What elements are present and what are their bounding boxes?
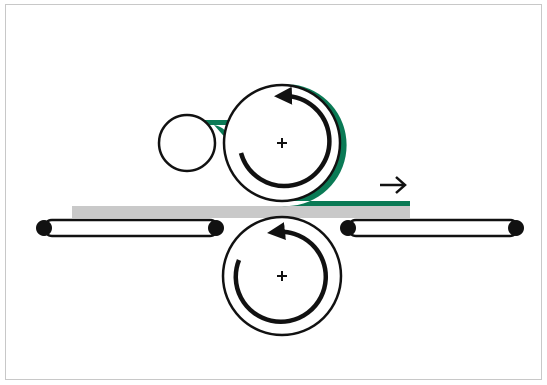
plus-icon bbox=[277, 271, 287, 281]
idler-roller bbox=[157, 113, 217, 173]
plus-icon bbox=[277, 138, 287, 148]
lower-roller bbox=[221, 215, 343, 337]
clockwise-arrow-icon bbox=[233, 222, 328, 324]
right-conveyor bbox=[340, 218, 524, 238]
arrow-right-icon bbox=[380, 176, 407, 194]
substrate-web bbox=[72, 206, 410, 218]
left-conveyor bbox=[36, 218, 224, 238]
counterclockwise-arrow-icon bbox=[238, 86, 332, 189]
upper-roller bbox=[222, 83, 342, 203]
